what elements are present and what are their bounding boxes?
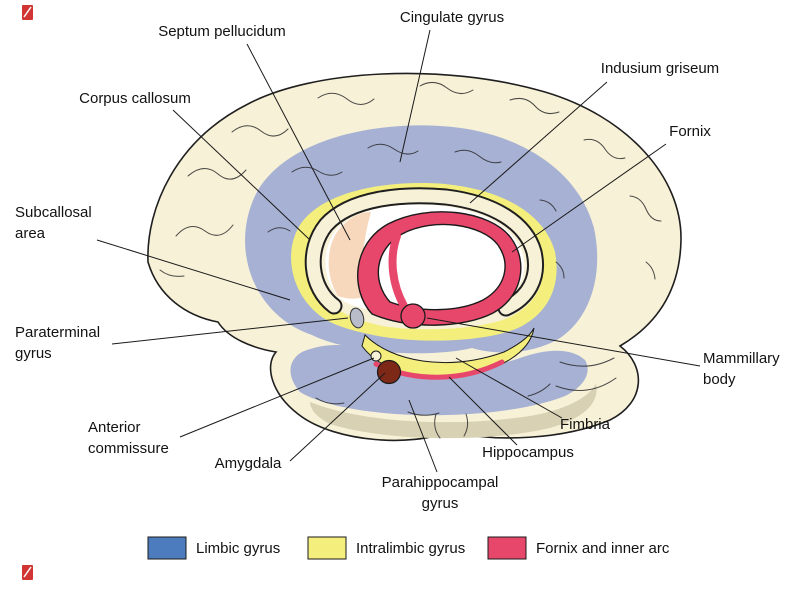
fornix-column <box>388 232 408 310</box>
label-corpus-callosum: Corpus callosum <box>79 90 191 107</box>
legend: Limbic gyrus Intralimbic gyrus Fornix an… <box>147 536 670 560</box>
gyrus-line <box>434 413 441 439</box>
pointer-line-indusium-griseum <box>469 81 608 204</box>
gyrus-line <box>231 125 289 137</box>
pointer-line-mammillary-body <box>426 317 701 367</box>
label-anterior-commissure-2: commissure <box>88 440 169 457</box>
legend-label-limbic-gyrus: Limbic gyrus <box>196 540 280 557</box>
gyrus-line <box>629 195 662 222</box>
fornix-ring <box>357 211 522 326</box>
legend-label-intralimbic-gyrus: Intralimbic gyrus <box>356 540 465 557</box>
pointer-line-fornix <box>511 143 667 253</box>
legend-swatch-intralimbic-gyrus <box>307 536 347 560</box>
label-indusium-griseum: Indusium griseum <box>601 60 719 77</box>
gyrus-line <box>315 397 345 405</box>
gyrus-line <box>317 92 375 105</box>
gyrus-line <box>187 168 247 180</box>
gyrus-line <box>539 199 557 212</box>
label-hippocampus: Hippocampus <box>482 444 574 461</box>
gyrus-line <box>555 261 565 279</box>
pointer-line-subcallosal-area <box>96 239 291 301</box>
mammillary-body-structure <box>400 303 426 329</box>
gyrus-line <box>527 383 551 397</box>
label-mammillary-body-1: Mammillary <box>703 350 780 367</box>
pointer-lines <box>96 29 701 473</box>
parahippocampal-region <box>290 344 588 416</box>
gyrus-line <box>555 377 617 391</box>
pointer-line-septum-pellucidum <box>246 43 351 241</box>
pointer-line-fimbria <box>455 357 563 419</box>
underside-shadow <box>310 384 597 439</box>
anterior-commissure-structure <box>370 350 382 362</box>
gyrus-line <box>645 261 656 280</box>
pointer-line-paraterminal-gyrus <box>111 317 349 345</box>
amygdala-structure <box>376 359 402 385</box>
legend-label-fornix-inner-arc: Fornix and inner arc <box>536 540 670 557</box>
fornix-arc <box>357 211 522 329</box>
gyrus-line <box>419 82 474 94</box>
gyrus-line <box>291 166 343 176</box>
legend-swatch-limbic-gyrus <box>147 536 187 560</box>
label-cingulate-gyrus: Cingulate gyrus <box>400 9 504 26</box>
corpus-callosum-band <box>306 189 542 315</box>
gyri-texture <box>159 82 662 439</box>
label-fimbria: Fimbria <box>560 416 611 433</box>
label-fornix: Fornix <box>669 123 711 140</box>
gyrus-line <box>454 149 502 164</box>
label-paraterminal-gyrus-2: gyrus <box>15 345 52 362</box>
pointer-line-corpus-callosum <box>172 109 311 241</box>
legend-swatch-fornix-inner-arc <box>487 536 527 560</box>
label-paraterminal-gyrus-1: Paraterminal <box>15 324 100 341</box>
pointer-line-anterior-commissure <box>179 357 375 438</box>
pointer-line-hippocampus <box>448 376 518 446</box>
gyrus-line <box>463 413 469 437</box>
label-septum-pellucidum: Septum pellucidum <box>158 23 286 40</box>
label-mammillary-body-2: body <box>703 371 736 388</box>
label-parahippocampal-gyrus-2: gyrus <box>422 495 459 512</box>
pointer-line-parahippocampal-gyrus <box>408 399 438 473</box>
paraterminal-gyrus-structure <box>349 307 365 329</box>
watermark-slash-top-left <box>23 6 32 18</box>
label-anterior-commissure-1: Anterior <box>88 419 141 436</box>
small-structures <box>349 307 402 385</box>
pointer-line-amygdala <box>289 372 386 462</box>
gyrus-line <box>583 138 626 160</box>
watermark-slash-bottom-left <box>23 566 32 578</box>
watermark-marks <box>22 5 33 580</box>
gyrus-line <box>267 227 291 233</box>
label-subcallosal-area-1: Subcallosal <box>15 204 92 221</box>
label-amygdala: Amygdala <box>215 455 282 472</box>
gyrus-line <box>367 143 419 155</box>
gyrus-line <box>159 269 185 277</box>
gyrus-line <box>509 98 560 114</box>
label-parahippocampal-gyrus-1: Parahippocampal <box>382 474 499 491</box>
labels: Septum pellucidum Cingulate gyrus Indusi… <box>15 9 780 512</box>
label-subcallosal-area-2: area <box>15 225 46 242</box>
gyrus-line <box>559 357 615 367</box>
pointer-line-cingulate-gyrus <box>399 29 431 163</box>
gyrus-line <box>175 224 234 237</box>
